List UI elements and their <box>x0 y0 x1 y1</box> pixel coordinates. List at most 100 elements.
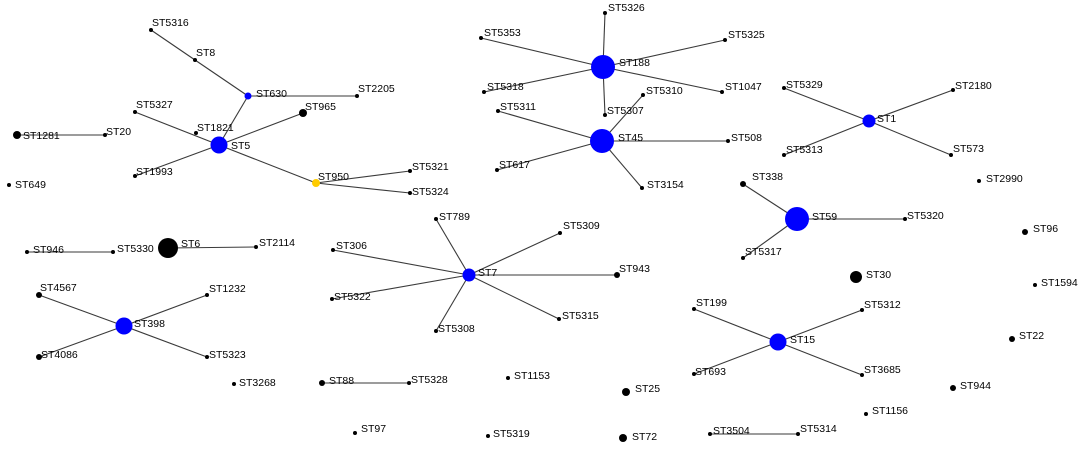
node-label-st5312: ST5312 <box>864 299 901 311</box>
node-label-st1993: ST1993 <box>136 166 173 178</box>
node-st5330 <box>111 250 115 254</box>
node-label-st88: ST88 <box>329 375 354 387</box>
node-label-st15: ST15 <box>790 334 815 346</box>
edge-st5-st5327 <box>134 111 220 146</box>
edge-st8-st630 <box>194 59 249 97</box>
node-label-st20: ST20 <box>106 126 131 138</box>
edge-st5316-st8 <box>150 29 196 61</box>
node-st1047 <box>720 90 724 94</box>
node-label-st3154: ST3154 <box>647 179 684 191</box>
node-st5320 <box>903 217 907 221</box>
node-st5316 <box>149 28 153 32</box>
node-layer <box>7 11 1037 442</box>
node-st5308 <box>434 329 438 333</box>
node-st5326 <box>603 11 607 15</box>
node-label-st72: ST72 <box>632 431 657 443</box>
edge-st188-st5325 <box>602 39 726 68</box>
node-st199 <box>692 307 696 311</box>
edge-st15-st199 <box>693 308 779 343</box>
node-label-st5307: ST5307 <box>607 105 644 117</box>
node-st2180 <box>951 88 955 92</box>
edge-st7-st789 <box>435 218 470 276</box>
node-label-st97: ST97 <box>361 423 386 435</box>
edge-st7-st5322 <box>331 274 470 300</box>
node-label-st5324: ST5324 <box>412 186 449 198</box>
node-st944 <box>950 385 956 391</box>
node-st1993 <box>133 174 137 178</box>
edge-layer <box>17 12 954 435</box>
node-label-st1047: ST1047 <box>725 81 762 93</box>
node-st4086 <box>36 354 42 360</box>
edge-st1-st573 <box>868 120 952 156</box>
node-st5328 <box>407 381 411 385</box>
node-st15 <box>769 333 787 351</box>
node-label-st5313: ST5313 <box>786 144 823 156</box>
node-st2205 <box>355 94 359 98</box>
node-st5324 <box>408 191 412 195</box>
node-st4567 <box>36 292 42 298</box>
edge-st5-st1993 <box>134 144 220 177</box>
node-label-st2990: ST2990 <box>986 173 1023 185</box>
node-st72 <box>619 434 627 442</box>
node-st8 <box>193 58 197 62</box>
node-label-st45: ST45 <box>618 132 643 144</box>
node-st2114 <box>254 245 258 249</box>
node-label-st5330: ST5330 <box>117 243 154 255</box>
node-label-st4567: ST4567 <box>40 282 77 294</box>
node-st508 <box>726 139 730 143</box>
node-label-st2205: ST2205 <box>358 83 395 95</box>
node-st1821 <box>194 131 198 135</box>
node-label-st943: ST943 <box>619 263 650 275</box>
node-label-st5353: ST5353 <box>484 27 521 39</box>
node-st338 <box>740 181 746 187</box>
node-label-st30: ST30 <box>866 269 891 281</box>
node-st22 <box>1009 336 1015 342</box>
node-st573 <box>949 153 953 157</box>
node-label-st649: ST649 <box>15 179 46 191</box>
node-st5323 <box>205 355 209 359</box>
node-st5311 <box>496 109 500 113</box>
node-label-st2180: ST2180 <box>955 80 992 92</box>
node-label-st1821: ST1821 <box>197 122 234 134</box>
node-st25 <box>622 388 630 396</box>
node-st7 <box>462 268 476 282</box>
node-st6 <box>158 238 178 258</box>
node-st1153 <box>506 376 510 380</box>
edge-st1-st5329 <box>783 87 870 122</box>
node-st5312 <box>860 308 864 312</box>
edge-st7-st5309 <box>468 232 561 276</box>
node-label-st5318: ST5318 <box>487 81 524 93</box>
node-label-st5329: ST5329 <box>786 79 823 91</box>
node-st5322 <box>330 297 334 301</box>
node-label-st946: ST946 <box>33 244 64 256</box>
node-label-st2114: ST2114 <box>259 237 295 249</box>
edge-st15-st693 <box>693 341 779 375</box>
node-st306 <box>331 248 335 252</box>
node-st45 <box>590 129 614 153</box>
node-label-st5328: ST5328 <box>411 374 448 386</box>
node-st946 <box>25 250 29 254</box>
node-label-st6: ST6 <box>181 238 200 250</box>
node-label-st96: ST96 <box>1033 223 1058 235</box>
node-st693 <box>692 372 696 376</box>
edge-st5-st950 <box>218 144 317 184</box>
node-label-st5310: ST5310 <box>646 85 683 97</box>
node-label-st5316: ST5316 <box>152 17 189 29</box>
node-st5314 <box>796 432 800 436</box>
node-label-st1156: ST1156 <box>872 405 908 417</box>
edge-st5-st965 <box>218 112 304 146</box>
node-label-st7: ST7 <box>478 267 497 279</box>
node-label-st5323: ST5323 <box>209 349 246 361</box>
node-st5307 <box>603 113 607 117</box>
node-st5315 <box>557 317 561 321</box>
node-st1594 <box>1033 283 1037 287</box>
edge-st630-st5 <box>218 95 249 146</box>
edge-st7-st5315 <box>468 274 560 320</box>
node-label-st965: ST965 <box>305 101 336 113</box>
node-st3154 <box>640 186 644 190</box>
edge-st15-st5312 <box>777 309 863 343</box>
edge-st398-st1232 <box>123 294 208 327</box>
node-label-st1281: ST1281 <box>23 130 60 142</box>
